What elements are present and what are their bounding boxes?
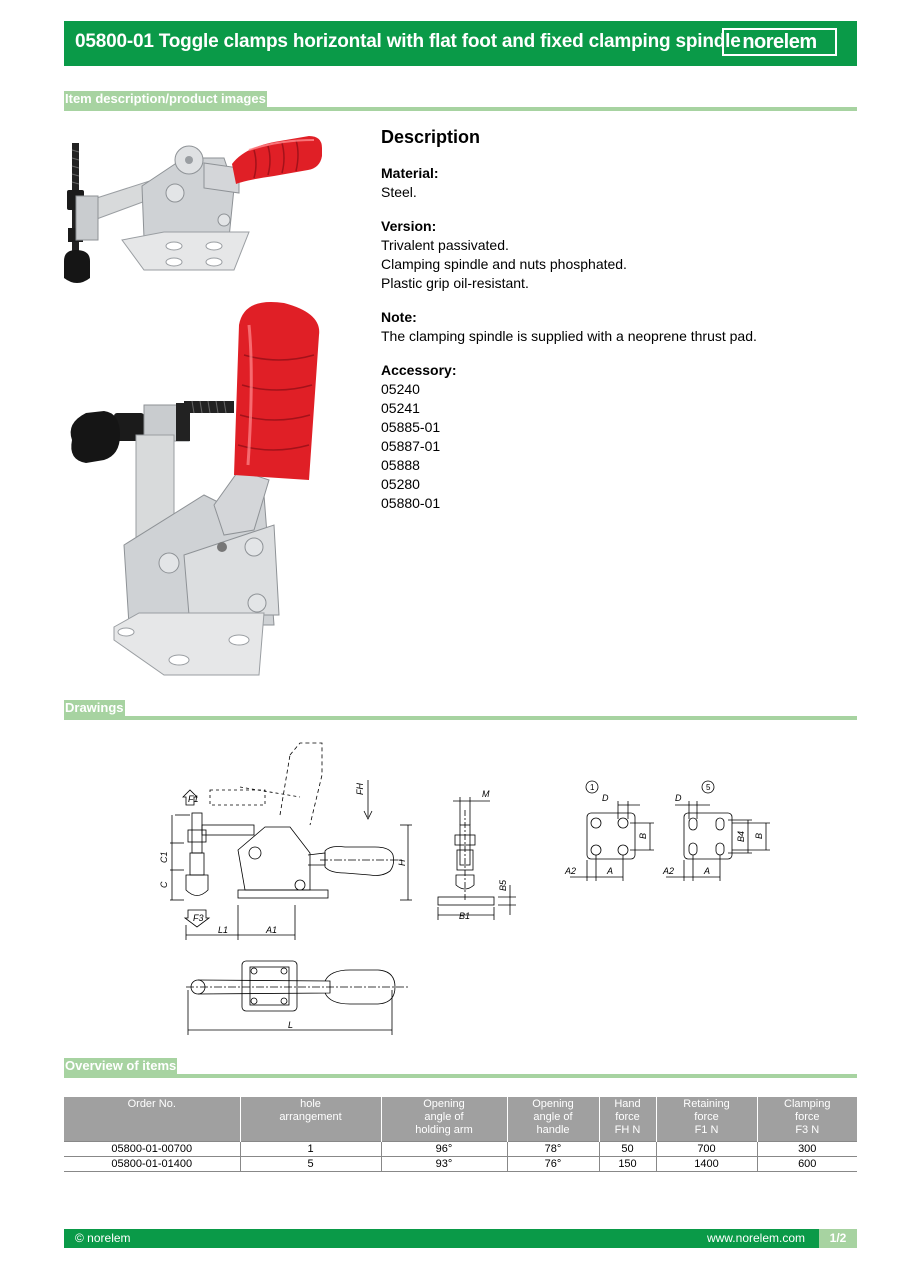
label-H: H xyxy=(397,859,407,866)
table-row[interactable]: 05800-01-00700 1 96° 78° 50 700 300 xyxy=(64,1140,857,1157)
clamping-force-cell: 600 xyxy=(756,1156,857,1172)
section-overview: Overview of items xyxy=(64,1058,857,1078)
label-B4: B4 xyxy=(736,831,746,842)
section-label-item-description: Item description/product images xyxy=(64,91,267,107)
product-image-large xyxy=(64,295,334,680)
label-B1: B1 xyxy=(459,911,470,921)
note-label: Note: xyxy=(381,309,417,325)
label-FH: FH xyxy=(355,783,365,795)
label-A: A xyxy=(606,866,613,876)
accessory-item[interactable]: 05241 xyxy=(381,400,420,416)
label-C: C xyxy=(159,881,169,888)
page-title: 05800-01 Toggle clamps horizontal with f… xyxy=(75,31,741,52)
handle-angle-cell: 78° xyxy=(506,1140,599,1157)
retaining-force-cell: 700 xyxy=(655,1140,757,1157)
page-footer: © norelem www.norelem.com 1/2 xyxy=(64,1229,857,1248)
accessory-item[interactable]: 05880-01 xyxy=(381,495,441,511)
label-C1: C1 xyxy=(159,851,169,863)
section-label-drawings: Drawings xyxy=(64,700,125,716)
version-label: Version: xyxy=(381,218,437,234)
description-panel: Description Material: Steel. Version: Tr… xyxy=(381,128,851,528)
accessory-item[interactable]: 05888 xyxy=(381,457,420,473)
version-line: Clamping spindle and nuts phosphated. xyxy=(381,256,627,272)
hole-arrangement-5-marker: 5 xyxy=(706,783,711,792)
column-header-order-no: Order No. xyxy=(64,1097,240,1141)
hole-arrangement-cell: 1 xyxy=(239,1140,381,1157)
table-row[interactable]: 05800-01-01400 5 93° 76° 150 1400 600 xyxy=(64,1156,857,1172)
arm-angle-cell: 96° xyxy=(380,1140,507,1157)
website-link[interactable]: www.norelem.com xyxy=(706,1231,805,1245)
label-D: D xyxy=(602,793,609,803)
label-A2: A2 xyxy=(662,866,674,876)
page-header: 05800-01 Toggle clamps horizontal with f… xyxy=(64,21,857,66)
label-F1: F1 xyxy=(188,794,199,804)
label-L: L xyxy=(288,1020,293,1030)
label-B: B xyxy=(754,833,764,839)
accessory-item[interactable]: 05887-01 xyxy=(381,438,441,454)
copyright-text: © norelem xyxy=(75,1231,131,1245)
label-A2: A2 xyxy=(564,866,576,876)
clamping-force-cell: 300 xyxy=(756,1140,857,1157)
technical-drawings: F1 F3 FH C1 C H L1 A1 L M B5 B1 1 5 D B … xyxy=(159,742,770,1035)
accessory-item[interactable]: 05240 xyxy=(381,381,420,397)
product-image-small xyxy=(64,128,326,298)
version-line: Trivalent passivated. xyxy=(381,237,509,253)
label-B5: B5 xyxy=(498,879,508,891)
note-block: Note: The clamping spindle is supplied w… xyxy=(381,308,851,346)
label-M: M xyxy=(482,789,490,799)
material-label: Material: xyxy=(381,165,439,181)
description-title: Description xyxy=(381,127,481,147)
hand-force-cell: 50 xyxy=(598,1140,656,1157)
section-label-overview: Overview of items xyxy=(64,1058,178,1074)
order-no-cell[interactable]: 05800-01-00700 xyxy=(64,1140,240,1157)
hand-force-cell: 150 xyxy=(598,1156,656,1172)
note-value: The clamping spindle is supplied with a … xyxy=(381,328,757,344)
label-B: B xyxy=(638,833,648,839)
version-block: Version: Trivalent passivated. Clamping … xyxy=(381,217,851,293)
label-F3: F3 xyxy=(193,913,204,923)
label-L1: L1 xyxy=(218,925,228,935)
accessory-item[interactable]: 05885-01 xyxy=(381,419,441,435)
material-block: Material: Steel. xyxy=(381,164,851,202)
norelem-logo: norelem xyxy=(722,28,837,56)
accessory-item[interactable]: 05280 xyxy=(381,476,420,492)
order-no-cell[interactable]: 05800-01-01400 xyxy=(64,1156,240,1172)
accessory-label: Accessory: xyxy=(381,362,457,378)
accessory-block: Accessory: 05240 05241 05885-01 05887-01… xyxy=(381,361,851,513)
handle-angle-cell: 76° xyxy=(506,1156,599,1172)
label-D: D xyxy=(675,793,682,803)
label-A: A xyxy=(703,866,710,876)
retaining-force-cell: 1400 xyxy=(655,1156,757,1172)
version-line: Plastic grip oil-resistant. xyxy=(381,275,529,291)
arm-angle-cell: 93° xyxy=(380,1156,507,1172)
section-drawings: Drawings xyxy=(64,700,857,720)
hole-arrangement-1-marker: 1 xyxy=(590,783,595,792)
page-number: 1/2 xyxy=(819,1229,857,1248)
hole-arrangement-cell: 5 xyxy=(239,1156,381,1172)
label-A1: A1 xyxy=(265,925,277,935)
section-item-description: Item description/product images xyxy=(64,91,857,111)
material-value: Steel. xyxy=(381,184,417,200)
